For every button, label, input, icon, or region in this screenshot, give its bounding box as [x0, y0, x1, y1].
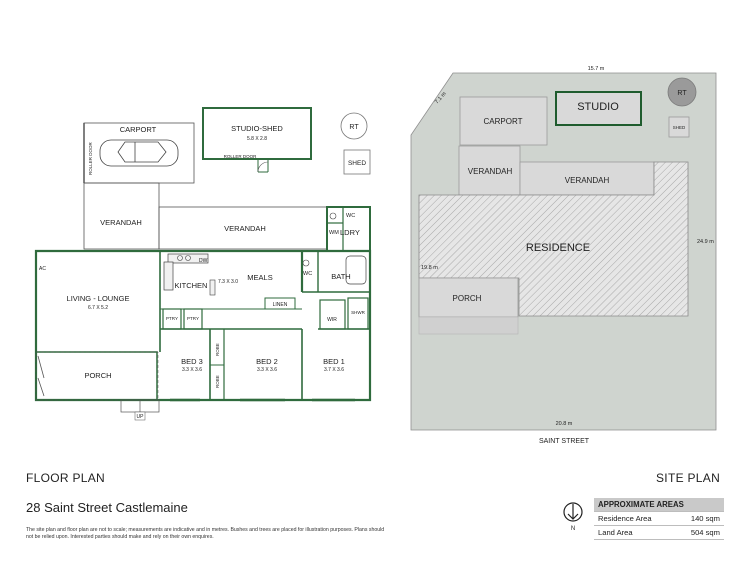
site-plan-title: SITE PLAN [656, 471, 721, 485]
fp-label-robe-1: ROBE [215, 343, 220, 356]
area-value: 504 sqm [675, 525, 724, 540]
fp-label-roller-door-1: ROLLER DOOR [88, 141, 93, 175]
fp-house-walls [34, 249, 372, 402]
site-label-rt: RT [677, 90, 687, 97]
fp-label-shed: SHED [348, 160, 366, 167]
fp-label-robe-2: ROBE [215, 375, 220, 388]
fp-label-roller-door-2: ROLLER DOOR [224, 154, 258, 159]
fp-label-ldry: LDRY [340, 228, 360, 237]
site-label-bottom-dim: 20.8 m [556, 421, 573, 427]
fp-rt-tank [340, 112, 368, 140]
fp-label-bed1-dim: 3.7 X 3.6 [324, 367, 344, 373]
fp-studio-shed [202, 107, 312, 160]
site-plan [410, 72, 717, 431]
fp-shed [343, 149, 371, 175]
fp-label-ac: AC [39, 266, 46, 272]
fp-label-bed3-dim: 3.3 X 3.6 [182, 367, 202, 373]
area-label: Land Area [594, 525, 676, 540]
site-porch [418, 277, 519, 318]
approximate-areas-table: APPROXIMATE AREAS Residence Area 140 sqm… [594, 498, 724, 540]
fp-label-bath: BATH [331, 272, 350, 281]
site-verandah-1 [458, 145, 521, 196]
area-label: Residence Area [594, 511, 676, 526]
site-label-shed: SHED [673, 125, 686, 130]
fp-label-ptry-2: PTRY [187, 316, 199, 321]
site-plan-labels: 15.7 m 7.1 m CARPORT STUDIO RT SHED VERA… [421, 66, 714, 445]
fp-label-meals: MEALS [247, 273, 272, 282]
site-rt-tank [667, 77, 697, 107]
fp-label-wm: WM [329, 230, 339, 236]
compass-label: N [571, 526, 575, 532]
car-icon [99, 139, 179, 167]
site-label-right-dim: 24.9 m [697, 239, 714, 245]
fp-label-wir: WIR [327, 317, 337, 323]
fp-label-wc-top: WC [346, 213, 355, 219]
fp-label-verandah-left: VERANDAH [100, 218, 142, 227]
fp-label-bed1: BED 1 [323, 357, 345, 366]
fp-label-studio-shed-dim: 5.8 X 2.8 [247, 136, 267, 142]
floor-plan [34, 107, 372, 421]
fp-label-living: LIVING - LOUNGE [67, 294, 130, 303]
areas-heading: APPROXIMATE AREAS [594, 498, 724, 512]
site-label-left-dim: 19.8 m [421, 265, 438, 271]
site-verandah-2 [519, 161, 655, 196]
north-arrow-icon: N [563, 502, 583, 532]
fp-label-linen: LINEN [273, 302, 288, 308]
site-label-verandah-2: VERANDAH [565, 176, 610, 185]
table-row: Residence Area 140 sqm [594, 511, 724, 526]
fp-label-studio-shed: STUDIO-SHED [231, 124, 283, 133]
fp-label-wc-bath: WC [303, 271, 312, 277]
fp-label-verandah-main: VERANDAH [224, 224, 266, 233]
site-shed [668, 116, 690, 138]
property-address: 28 Saint Street Castlemaine [26, 500, 188, 515]
fp-carport-outline [83, 122, 195, 184]
fp-label-ptry-1: PTRY [166, 316, 178, 321]
site-label-porch: PORCH [453, 294, 482, 303]
site-label-verandah-1: VERANDAH [468, 167, 513, 176]
site-carport [459, 96, 548, 146]
area-value: 140 sqm [675, 511, 724, 526]
table-row: Land Area 504 sqm [594, 525, 724, 540]
fp-label-carport: CARPORT [120, 125, 157, 134]
floor-plan-title: FLOOR PLAN [26, 471, 106, 485]
floor-plan-labels: CARPORT ROLLER DOOR STUDIO-SHED 5.8 X 2.… [39, 124, 366, 420]
fp-label-shwr: SHWR [351, 310, 365, 315]
site-label-street: SAINT STREET [539, 438, 590, 445]
site-studio [555, 91, 642, 126]
site-label-carport: CARPORT [484, 117, 523, 126]
site-label-residence: RESIDENCE [526, 242, 590, 254]
fp-label-bed2: BED 2 [256, 357, 278, 366]
fp-label-dw: DW [199, 258, 208, 264]
fp-label-bed2-dim: 3.3 X 3.6 [257, 367, 277, 373]
site-label-top-dim: 15.7 m [588, 66, 605, 72]
fp-label-porch: PORCH [84, 371, 111, 380]
fp-label-kitchen: KITCHEN [175, 281, 208, 290]
fp-label-living-dim: 6.7 X 5.2 [88, 305, 108, 311]
fp-label-up: UP [137, 414, 145, 420]
fp-label-meals-dim: 7.3 X 3.0 [218, 279, 238, 285]
areas-table-header: APPROXIMATE AREAS [594, 498, 724, 512]
fp-label-rt: RT [349, 124, 359, 131]
site-label-studio: STUDIO [577, 101, 619, 113]
disclaimer-text: The site plan and floor plan are not to … [26, 527, 385, 540]
fp-label-bed3: BED 3 [181, 357, 203, 366]
